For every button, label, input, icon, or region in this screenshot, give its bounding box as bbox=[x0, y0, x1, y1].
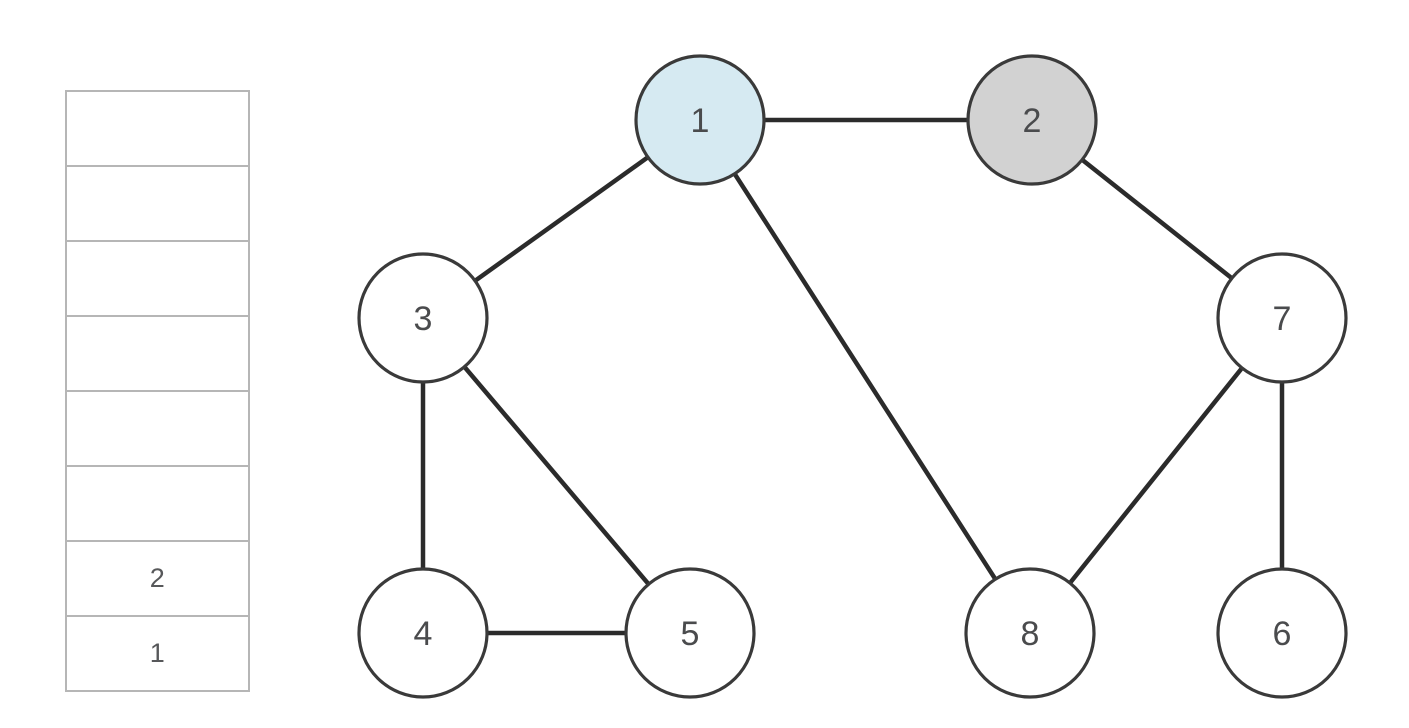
node-label-4: 4 bbox=[414, 615, 433, 653]
graph-edge-1-3 bbox=[472, 154, 651, 284]
graph-node-5[interactable]: 5 bbox=[624, 567, 756, 699]
graph-node-4[interactable]: 4 bbox=[357, 567, 489, 699]
graph-edge-2-7 bbox=[1079, 157, 1235, 281]
node-label-1: 1 bbox=[691, 102, 710, 140]
stack-cell bbox=[67, 242, 248, 317]
node-circle-3[interactable] bbox=[357, 252, 489, 384]
node-circle-1[interactable] bbox=[634, 54, 766, 186]
graph-edge-1-8 bbox=[732, 171, 998, 582]
node-label-5: 5 bbox=[681, 615, 700, 653]
graph-node-3[interactable]: 3 bbox=[357, 252, 489, 384]
graph-node-6[interactable]: 6 bbox=[1216, 567, 1348, 699]
node-layer: 1 2 3 7 4 5 8 6 bbox=[357, 54, 1348, 699]
graph-node-8[interactable]: 8 bbox=[964, 567, 1096, 699]
stack-cell bbox=[67, 167, 248, 242]
stack-cell bbox=[67, 467, 248, 542]
node-label-7: 7 bbox=[1273, 300, 1292, 338]
node-circle-8[interactable] bbox=[964, 567, 1096, 699]
stack-cell bbox=[67, 392, 248, 467]
node-circle-5[interactable] bbox=[624, 567, 756, 699]
node-circle-7[interactable] bbox=[1216, 252, 1348, 384]
stack-cell bbox=[67, 317, 248, 392]
node-circle-4[interactable] bbox=[357, 567, 489, 699]
edge-layer bbox=[420, 117, 1285, 636]
node-circle-6[interactable] bbox=[1216, 567, 1348, 699]
stack-cell: 1 bbox=[149, 638, 166, 668]
node-label-6: 6 bbox=[1273, 615, 1292, 653]
graph-edge-3-5 bbox=[462, 364, 651, 587]
graph-node-2[interactable]: 2 bbox=[966, 54, 1098, 186]
stack-cell: 2 bbox=[67, 542, 248, 617]
node-label-8: 8 bbox=[1021, 615, 1040, 653]
graph-edge-7-8 bbox=[1067, 365, 1245, 586]
node-circle-2[interactable] bbox=[966, 54, 1098, 186]
node-label-2: 2 bbox=[1023, 102, 1042, 140]
graph-node-7[interactable]: 7 bbox=[1216, 252, 1348, 384]
node-label-3: 3 bbox=[414, 300, 433, 338]
graph-node-1[interactable]: 1 bbox=[634, 54, 766, 186]
stack-cell bbox=[67, 92, 248, 167]
